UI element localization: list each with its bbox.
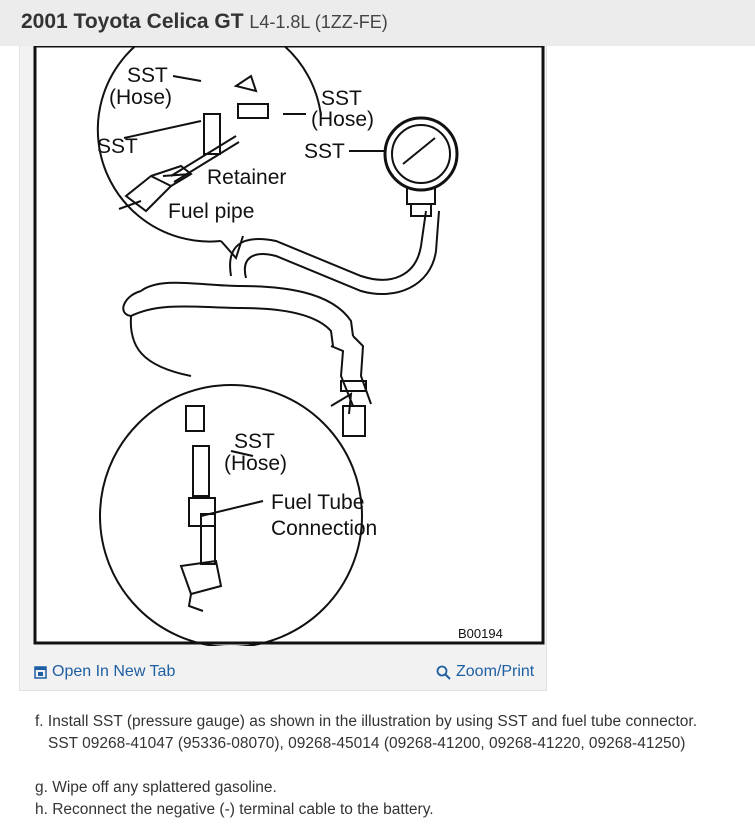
instruction-steps: f. Install SST (pressure gauge) as shown… [35,711,697,821]
page-header: 2001 Toyota Celica GT L4-1.8L (1ZZ-FE) [0,0,755,46]
label-fuel-tube-1: Fuel Tube [271,491,364,514]
step-spacer [35,755,697,777]
label-sst-gauge: SST [304,140,345,163]
step-f-parts: SST 09268-41047 (95336-08070), 09268-450… [48,735,686,752]
step-f: f. Install SST (pressure gauge) as shown… [35,713,697,730]
open-tab-icon [34,665,47,679]
label-sst-hose-right-1: SST [321,87,362,110]
label-sst-hose-top-1: SST [127,64,168,87]
label-retainer: Retainer [207,166,286,189]
step-h: h. Reconnect the negative (-) terminal c… [35,801,434,818]
label-fuel-pipe: Fuel pipe [168,200,254,223]
open-new-tab-label: Open In New Tab [52,663,176,680]
step-g: g. Wipe off any splattered gasoline. [35,779,277,796]
label-sst-top: SST [97,135,138,158]
vehicle-name: 2001 Toyota Celica GT [21,10,244,33]
search-icon [436,665,451,680]
zoom-print-link[interactable]: Zoom/Print [436,663,534,681]
label-fuel-tube-2: Connection [271,517,377,540]
label-sst-hose-top-2: (Hose) [109,86,172,109]
page-title: 2001 Toyota Celica GT L4-1.8L (1ZZ-FE) [21,10,388,34]
fuel-pressure-diagram: SST (Hose) SST Retainer Fuel pipe SST (H… [33,46,545,646]
label-sst-hose-bottom-2: (Hose) [224,452,287,475]
label-sst-hose-bottom-1: SST [234,430,275,453]
label-sst-hose-right-2: (Hose) [311,108,374,131]
open-new-tab-link[interactable]: Open In New Tab [34,663,175,681]
figure-code: B00194 [458,626,503,641]
zoom-print-label: Zoom/Print [456,663,535,680]
engine-spec: L4-1.8L (1ZZ-FE) [249,12,388,32]
